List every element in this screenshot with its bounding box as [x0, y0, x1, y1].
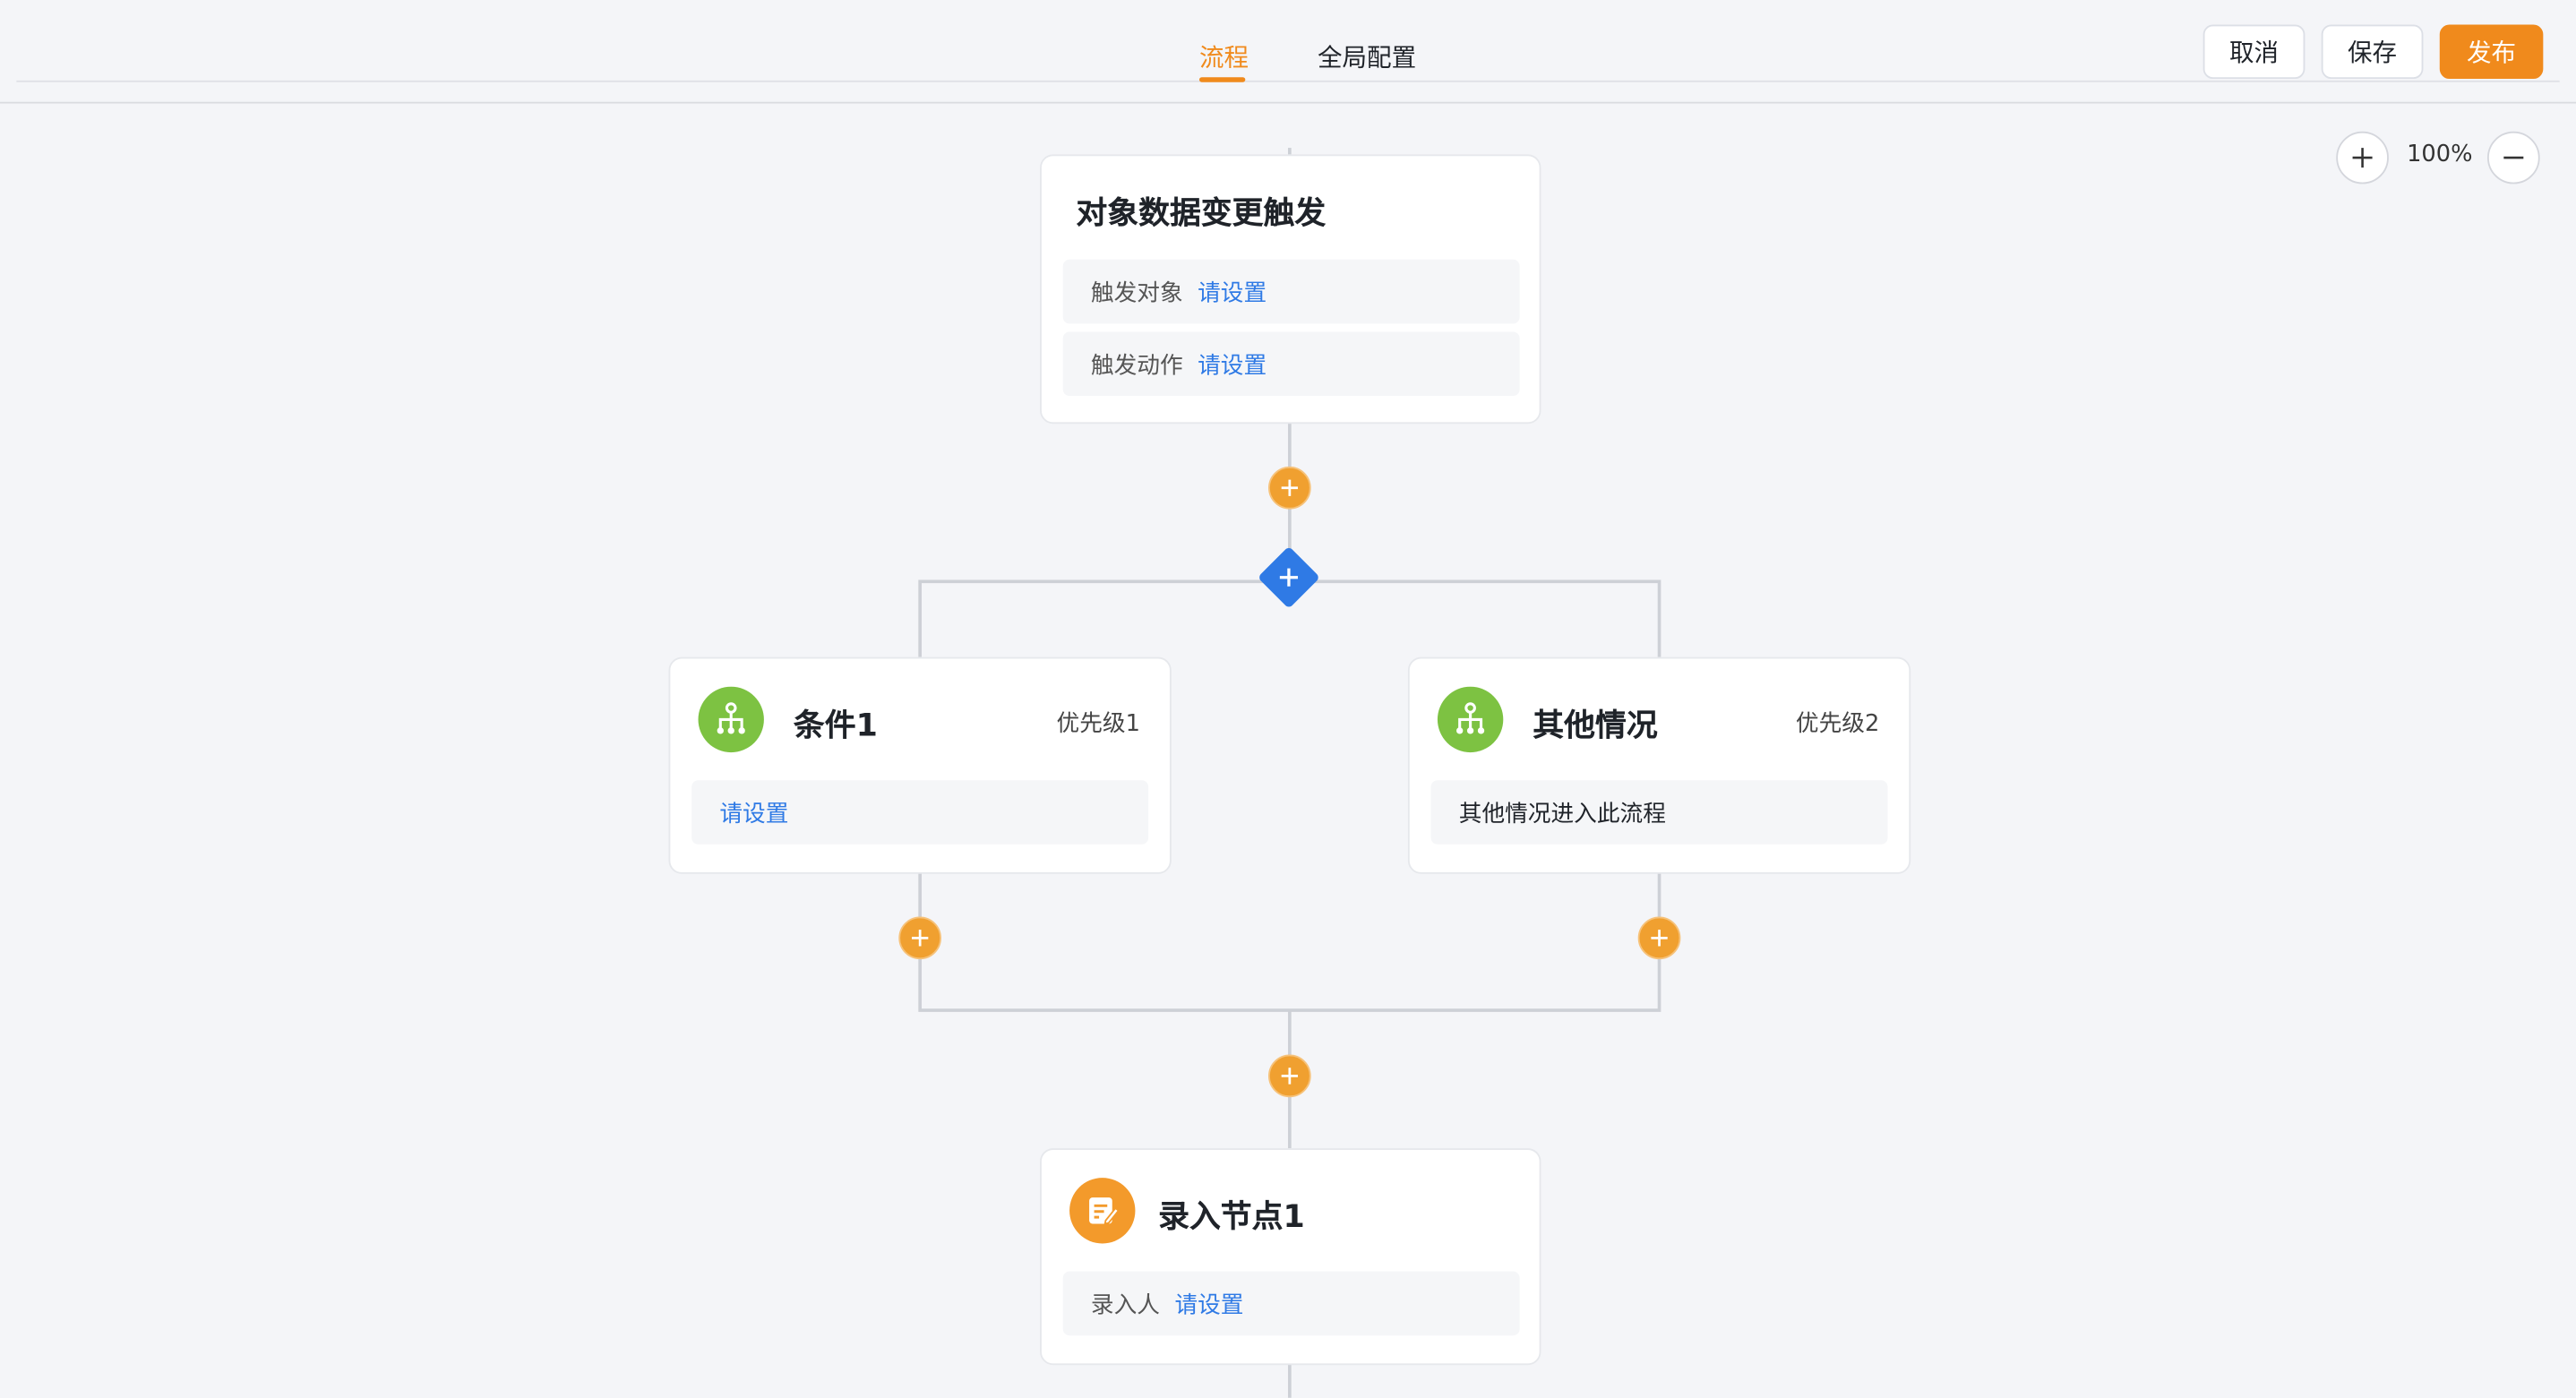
input-person-label: 录入人	[1090, 1291, 1160, 1318]
branch-priority: 优先级2	[1795, 711, 1880, 738]
top-bar: 流程 全局配置 取消 保存 发布	[0, 0, 2576, 104]
trigger-object-label: 触发对象	[1090, 279, 1183, 307]
branch-title: 其他情况	[1533, 708, 1658, 744]
publish-button[interactable]: 发布	[2439, 24, 2544, 80]
input-node-title: 录入节点1	[1158, 1198, 1305, 1236]
add-node-button[interactable]	[1637, 916, 1681, 960]
add-node-button[interactable]	[898, 916, 941, 960]
branch-title: 条件1	[793, 708, 878, 744]
plus-icon	[1651, 930, 1668, 947]
tab-global-config[interactable]: 全局配置	[1318, 42, 1417, 73]
trigger-node-card[interactable]: 对象数据变更触发 触发对象 请设置 触发动作 请设置	[1040, 154, 1541, 425]
trigger-object-row[interactable]: 触发对象 请设置	[1062, 259, 1520, 324]
branch-default-row[interactable]: 其他情况进入此流程	[1430, 780, 1888, 845]
trigger-object-value[interactable]: 请设置	[1198, 279, 1267, 307]
trigger-action-value[interactable]: 请设置	[1198, 352, 1267, 379]
tab-strip	[16, 2, 2560, 82]
trigger-action-row[interactable]: 触发动作 请设置	[1062, 331, 1520, 397]
zoom-in-button[interactable]	[2336, 131, 2389, 184]
save-button[interactable]: 保存	[2321, 24, 2424, 80]
branch-priority: 优先级1	[1056, 711, 1140, 738]
branch-condition-value[interactable]: 请设置	[719, 801, 789, 828]
input-person-value[interactable]: 请设置	[1174, 1291, 1244, 1318]
zoom-in-icon	[2352, 148, 2373, 168]
plus-icon	[1281, 1068, 1299, 1085]
zoom-level: 100%	[2407, 141, 2473, 168]
branch-condition-row[interactable]: 请设置	[691, 780, 1149, 845]
add-branch-plus[interactable]	[1267, 555, 1311, 600]
plus-icon	[1279, 568, 1299, 587]
edit-form-icon	[1069, 1178, 1136, 1244]
trigger-action-label: 触发动作	[1090, 352, 1183, 379]
branch-default-text: 其他情况进入此流程	[1458, 801, 1666, 828]
input-node-card[interactable]: 录入节点1 录入人 请设置	[1040, 1148, 1541, 1366]
cancel-button[interactable]: 取消	[2202, 24, 2306, 80]
tab-flow[interactable]: 流程	[1198, 42, 1249, 73]
branch-icon	[1437, 686, 1504, 753]
trigger-node-title: 对象数据变更触发	[1076, 195, 1327, 232]
branch-card-other[interactable]: 其他情况 优先级2 其他情况进入此流程	[1407, 656, 1911, 874]
add-node-button[interactable]	[1268, 466, 1311, 510]
add-node-button[interactable]	[1268, 1054, 1311, 1098]
zoom-out-icon	[2503, 156, 2524, 159]
zoom-out-button[interactable]	[2486, 131, 2540, 184]
branch-card-condition-1[interactable]: 条件1 优先级1 请设置	[668, 656, 1172, 874]
plus-icon	[911, 930, 929, 947]
active-tab-indicator	[1198, 77, 1246, 82]
plus-icon	[1281, 479, 1299, 496]
branch-icon	[698, 686, 764, 753]
input-person-row[interactable]: 录入人 请设置	[1062, 1271, 1520, 1336]
